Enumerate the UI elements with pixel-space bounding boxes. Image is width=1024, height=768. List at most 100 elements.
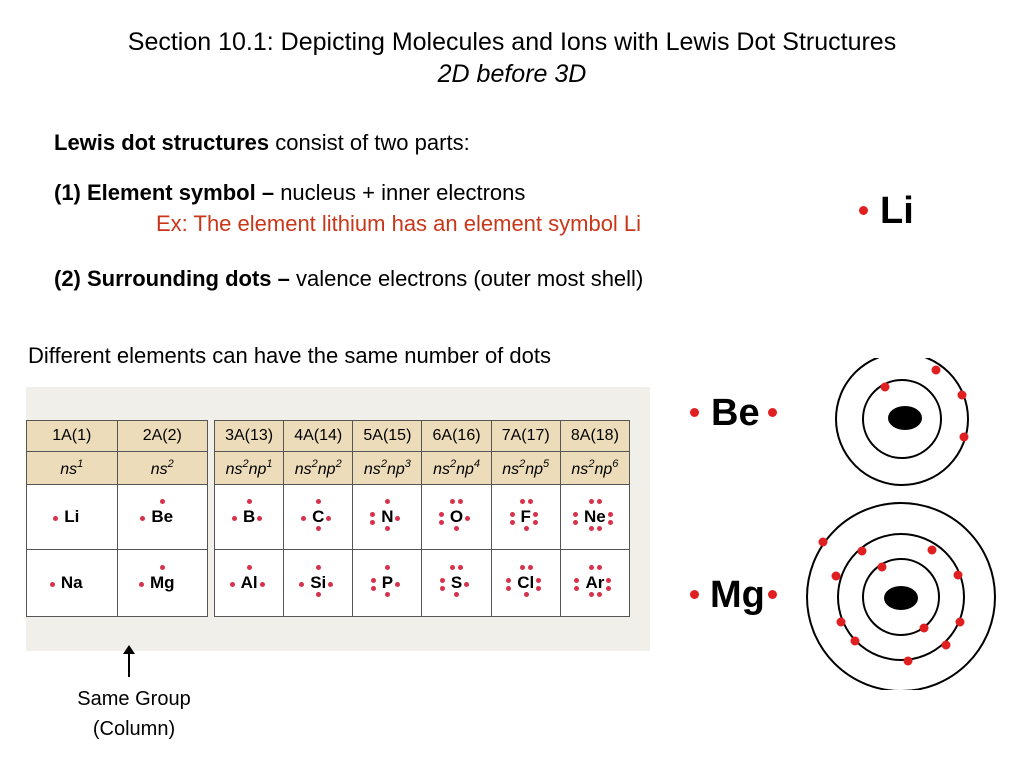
valence-electron-dot (53, 516, 59, 521)
valence-electron-dot (464, 516, 470, 521)
valence-electron-dot (574, 586, 580, 591)
valence-electron-dot (316, 592, 322, 597)
electron (941, 640, 951, 650)
mg-outer-shell (806, 502, 996, 690)
electron (850, 636, 860, 646)
valence-electron-dot (596, 592, 602, 597)
group-label: Same Group (Column) (40, 684, 228, 744)
valence-electron-dot (326, 516, 332, 521)
valence-electron-dot (532, 512, 538, 517)
electron (919, 623, 929, 633)
be-nucleus (888, 406, 922, 430)
valence-electron-dot (458, 565, 464, 570)
valence-electron-dot (596, 565, 602, 570)
group-header: 3A(13) (213, 420, 285, 452)
valence-electron-dot (536, 578, 542, 583)
electron (857, 546, 867, 556)
config-cell: ns2np4 (421, 451, 492, 485)
table-left: 1A(1) 2A(2) ns1 ns2 Li Be Na Mg (26, 420, 208, 617)
valence-electron-dot (370, 586, 376, 591)
intro-rest: consist of two parts: (269, 130, 470, 155)
part1-rest: nucleus + inner electrons (274, 180, 526, 205)
arrow-up-icon (123, 645, 135, 654)
group-label-line2: (Column) (92, 718, 176, 740)
valence-electron-dot (608, 520, 614, 525)
part2-rest: valence electrons (outer most shell) (289, 266, 644, 291)
valence-electron-dot (160, 565, 166, 570)
valence-electron-dot (385, 499, 391, 504)
group-header: 6A(16) (421, 420, 492, 452)
valence-electron-dot (450, 499, 456, 504)
valence-electron-dot (458, 499, 464, 504)
config-cell: ns2np5 (490, 451, 561, 485)
valence-electron-dot (370, 512, 376, 517)
be-valence-dot (768, 408, 777, 417)
valence-electron-dot (49, 582, 55, 587)
electron (955, 617, 965, 627)
mg-inner-shell (862, 558, 940, 636)
valence-electron-dot (394, 582, 400, 587)
valence-electron-dot (454, 526, 460, 531)
be-valence-dot (690, 408, 699, 417)
valence-electron-dot (438, 520, 444, 525)
group-header: 5A(15) (352, 420, 423, 452)
electron (836, 617, 846, 627)
periodic-table-excerpt: 1A(1) 2A(2) ns1 ns2 Li Be Na Mg 3A(13) 4… (26, 387, 650, 651)
element-cell: Si (283, 549, 354, 617)
part1-line: (1) Element symbol – nucleus + inner ele… (54, 180, 525, 206)
config-cell: ns2np6 (559, 451, 631, 485)
element-cell: Be (116, 484, 208, 550)
config-cell: ns2np2 (283, 451, 354, 485)
valence-electron-dot (597, 526, 603, 531)
valence-electron-dot (316, 526, 322, 531)
mg-valence-dot (768, 590, 777, 599)
valence-electron-dot (247, 565, 253, 570)
valence-electron-dot (523, 526, 529, 531)
config-cell: ns1 (26, 451, 118, 485)
valence-electron-dot (597, 499, 603, 504)
arrow-shaft (128, 650, 130, 677)
element-cell: B (213, 484, 285, 550)
valence-electron-dot (160, 499, 166, 504)
valence-electron-dot (385, 526, 391, 531)
group-header: 8A(18) (559, 420, 631, 452)
valence-electron-dot (509, 512, 515, 517)
element-cell: N (352, 484, 423, 550)
valence-electron-dot (606, 578, 612, 583)
valence-electron-dot (574, 578, 580, 583)
valence-electron-dot (229, 582, 235, 587)
valence-electron-dot (450, 565, 456, 570)
valence-electron-dot (256, 516, 262, 521)
valence-electron-dot (589, 526, 595, 531)
electron (818, 537, 828, 547)
valence-electron-dot (385, 592, 391, 597)
valence-electron-dot (506, 586, 512, 591)
element-cell: Ne (559, 484, 631, 550)
electron (959, 432, 969, 442)
intro-bold: Lewis dot structures (54, 130, 270, 155)
be-atom-diagram (835, 358, 969, 486)
electron (953, 570, 963, 580)
valence-electron-dot (439, 586, 445, 591)
element-cell: O (421, 484, 492, 550)
valence-electron-dot (532, 520, 538, 525)
config-cell: ns2 (116, 451, 208, 485)
be-symbol: Be (711, 392, 760, 434)
electron (931, 365, 941, 375)
element-cell: Al (213, 549, 285, 617)
page-title: Section 10.1: Depicting Molecules and Io… (127, 28, 897, 56)
valence-electron-dot (231, 516, 237, 521)
valence-electron-dot (395, 516, 401, 521)
page-subtitle: 2D before 3D (437, 60, 587, 88)
valence-electron-dot (463, 582, 469, 587)
valence-electron-dot (370, 520, 376, 525)
valence-electron-dot (259, 582, 265, 587)
valence-electron-dot (140, 516, 146, 521)
element-cell: Li (26, 484, 118, 550)
part2-bold: (2) Surrounding dots – (54, 266, 290, 291)
config-cell: ns2np1 (213, 451, 285, 485)
mg-symbol: Mg (710, 574, 765, 616)
part1-example: Ex: The element lithium has an element s… (156, 211, 642, 236)
valence-electron-dot (523, 592, 529, 597)
electron (927, 545, 937, 555)
